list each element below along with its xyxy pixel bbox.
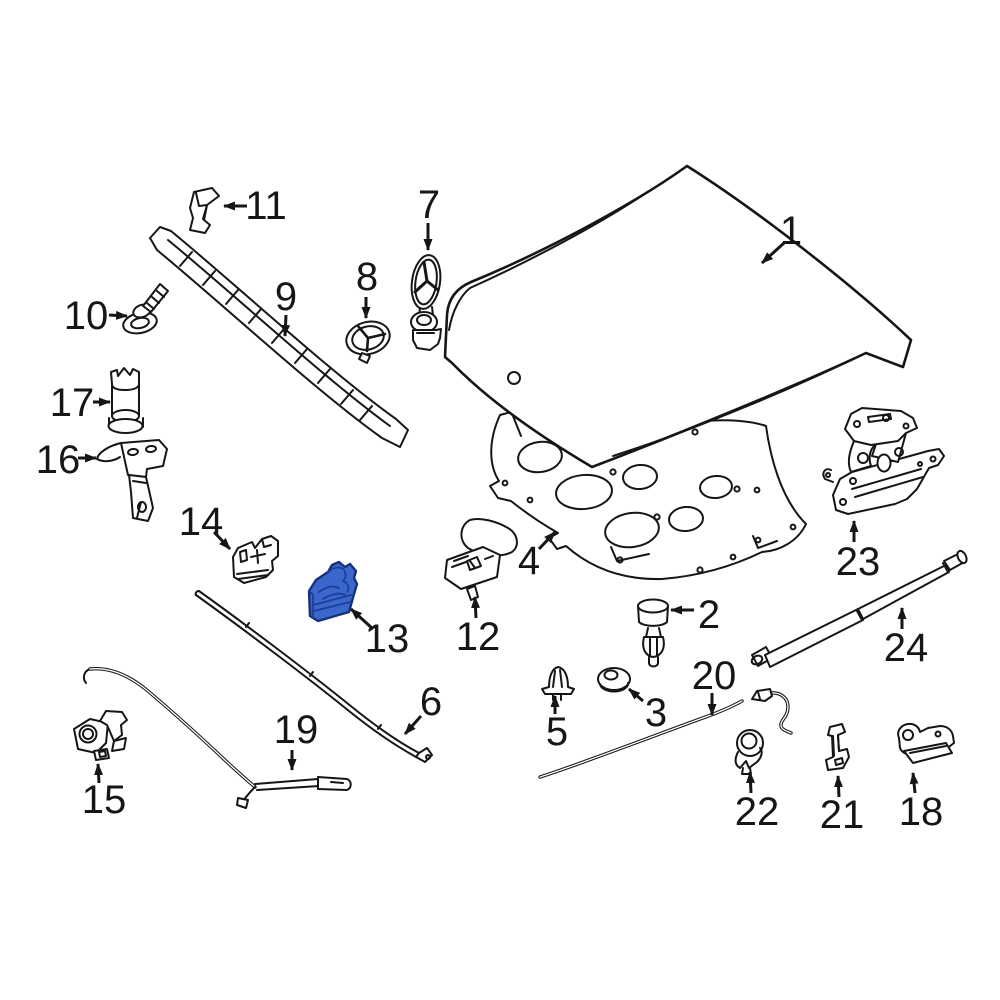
callout-label-24[interactable]: 24: [884, 626, 929, 670]
part-22-cable-clip[interactable]: [736, 730, 763, 774]
callout-arrow-6: [405, 716, 421, 734]
part-12-plate-clip[interactable]: [445, 547, 500, 600]
part-10-screw[interactable]: [121, 284, 168, 336]
part-7-star-emblem[interactable]: [408, 253, 443, 350]
callout-arrow-21: [834, 775, 844, 797]
part-17-buffer[interactable]: [109, 368, 144, 433]
callout-arrow-9: [281, 315, 291, 337]
callout-label-16[interactable]: 16: [36, 438, 81, 482]
part-13-highlighted-clamp[interactable]: [309, 562, 357, 621]
part-11-clip[interactable]: [190, 188, 219, 233]
callout-label-9[interactable]: 9: [275, 275, 297, 319]
part-18-safety-hook[interactable]: [898, 724, 954, 763]
callout-arrow-1: [762, 243, 784, 263]
callout-label-22[interactable]: 22: [735, 790, 780, 834]
callout-label-4[interactable]: 4: [518, 539, 540, 583]
callout-label-20[interactable]: 20: [692, 654, 737, 698]
callout-label-10[interactable]: 10: [64, 294, 109, 338]
callout-label-12[interactable]: 12: [456, 615, 501, 659]
callout-label-2[interactable]: 2: [698, 593, 720, 637]
part-8-hood-emblem[interactable]: [343, 317, 394, 363]
callout-label-21[interactable]: 21: [820, 793, 865, 837]
callout-arrow-12: [471, 596, 481, 618]
part-15-lock[interactable]: [74, 711, 127, 760]
callout-arrow-13: [351, 609, 373, 629]
part-24-gas-strut[interactable]: [750, 549, 968, 667]
callout-arrow-4: [539, 532, 555, 549]
callout-label-1[interactable]: 1: [780, 209, 802, 253]
part-3-grommet[interactable]: [598, 668, 630, 692]
callout-label-7[interactable]: 7: [418, 183, 440, 227]
part-16-bracket[interactable]: [97, 440, 167, 521]
part-23-hinge[interactable]: [823, 408, 944, 514]
callout-label-19[interactable]: 19: [274, 708, 319, 752]
callout-label-14[interactable]: 14: [179, 500, 224, 544]
part-6-seal-strip[interactable]: [196, 591, 432, 762]
callout-arrow-22: [746, 771, 756, 793]
callout-label-17[interactable]: 17: [50, 381, 95, 425]
part-21-bracket[interactable]: [826, 724, 849, 770]
callout-arrow-14: [214, 532, 230, 549]
callout-label-13[interactable]: 13: [365, 617, 410, 661]
part-14-bracket[interactable]: [233, 536, 278, 583]
callout-label-11[interactable]: 11: [245, 184, 287, 228]
callout-label-6[interactable]: 6: [420, 680, 442, 724]
callout-label-18[interactable]: 18: [899, 790, 944, 834]
part-2-bumper-stop[interactable]: [638, 600, 668, 667]
part-1-hood-panel[interactable]: [445, 166, 911, 467]
callout-label-15[interactable]: 15: [82, 778, 127, 822]
callout-label-8[interactable]: 8: [356, 255, 378, 299]
part-9-cowl-trim-strip[interactable]: [150, 227, 408, 447]
callout-arrow-3: [629, 689, 643, 701]
part-19-cable-with-handle[interactable]: [84, 669, 351, 808]
callout-arrow-15: [94, 763, 104, 783]
callout-label-23[interactable]: 23: [836, 540, 881, 584]
part-20-release-cable[interactable]: [540, 689, 791, 777]
part-5-clip[interactable]: [542, 667, 574, 700]
callout-arrow-10: [109, 310, 128, 320]
callout-label-3[interactable]: 3: [645, 691, 667, 735]
callout-arrow-18: [909, 772, 919, 793]
callout-label-5[interactable]: 5: [546, 710, 568, 754]
